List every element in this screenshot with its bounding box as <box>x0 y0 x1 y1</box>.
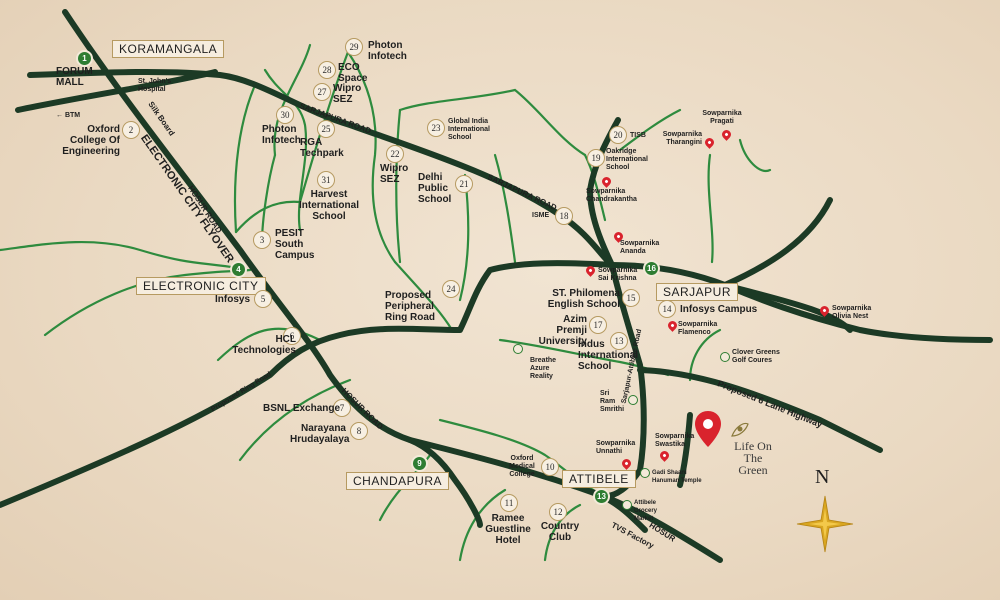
landmark-marker-23[interactable]: 23 <box>427 119 445 137</box>
landmark-marker-12[interactable]: 12 <box>549 503 567 521</box>
marker-breathe-azure[interactable] <box>513 344 523 354</box>
landmark-label-6: HCL Technologies <box>232 334 296 356</box>
landmark-label-31: Harvest International School <box>298 189 359 222</box>
landmark-marker-21[interactable]: 21 <box>455 175 473 193</box>
project-name-line2: The Green <box>738 451 768 477</box>
label-sowparnika-olivia: Sowparnika Olivia Nest <box>832 305 872 320</box>
landmark-marker-3[interactable]: 3 <box>253 231 271 249</box>
landmark-marker-16[interactable]: 16 <box>643 260 660 277</box>
landmark-marker-30[interactable]: 30 <box>276 106 294 124</box>
compass-star-icon <box>796 495 854 553</box>
marker-gadi-shaani[interactable] <box>640 468 650 478</box>
label-st-johns: St. John's Hospital <box>138 78 172 93</box>
landmark-label-5: Infosys <box>215 294 251 305</box>
label-sowparnika-pragati: Sowparnika Pragati <box>702 110 742 125</box>
landmark-label-14: Infosys Campus <box>680 304 758 315</box>
landmark-marker-8[interactable]: 8 <box>350 422 368 440</box>
landmark-marker-29[interactable]: 29 <box>345 38 363 56</box>
landmark-label-18: ISME <box>532 212 550 219</box>
project-location-pin-icon[interactable] <box>694 410 722 448</box>
landmark-label-7: BSNL Exchange <box>263 403 341 414</box>
label-sowparnika-sai-krishna: Sowparnika Sai Krishna <box>598 267 638 282</box>
landmark-label-22: Wipro SEZ <box>380 163 409 185</box>
landmark-marker-11[interactable]: 11 <box>500 494 518 512</box>
project-name-line1: Life On <box>734 439 772 453</box>
landmark-marker-24[interactable]: 24 <box>442 280 460 298</box>
landmark-label-19: Oakridge International School <box>606 148 649 171</box>
landmark-marker-20[interactable]: 20 <box>609 126 627 144</box>
landmark-label-21: Delhi Public School <box>418 172 452 205</box>
landmark-marker-5[interactable]: 5 <box>254 290 272 308</box>
landmark-label-13: Indus International School <box>578 339 639 372</box>
landmark-marker-31[interactable]: 31 <box>317 171 335 189</box>
label-sowparnika-tharangini: Sowparnika Tharangini <box>662 131 702 146</box>
landmark-marker-2[interactable]: 2 <box>122 121 140 139</box>
landmark-label-2: Oxford College Of Engineering <box>62 124 120 157</box>
landmark-marker-22[interactable]: 22 <box>386 145 404 163</box>
label-gadi-shaani: Gadi Shaani Hanuman Temple <box>652 470 702 484</box>
landmark-label-23: Global India International School <box>448 118 491 141</box>
arrow-left-icon: ← <box>56 112 65 119</box>
landmark-marker-13-label[interactable]: 13 <box>610 332 628 350</box>
label-breathe-azure: Breathe Azure Reality <box>530 357 557 380</box>
compass-north-label: N <box>815 466 830 488</box>
label-btm-text: BTM <box>64 112 81 119</box>
landmark-marker-15[interactable]: 15 <box>622 289 640 307</box>
marker-attibele-grocery[interactable] <box>622 500 632 510</box>
landmark-marker-27[interactable]: 27 <box>313 83 331 101</box>
area-koramangala[interactable]: KORAMANGALA <box>112 40 225 58</box>
landmark-label-10: Oxford Medical College <box>509 455 535 478</box>
area-chandapura[interactable]: CHANDAPURA <box>346 472 450 490</box>
landmark-label-12: Country Club <box>540 521 580 543</box>
area-electronic-city[interactable]: ELECTRONIC CITY <box>136 277 266 295</box>
landmark-marker-25[interactable]: 25 <box>317 120 335 138</box>
label-attibele-grocery: Attibele Grocery Market <box>634 500 658 522</box>
label-sowparnika-ananda: Sowparnika Ananda <box>620 240 660 255</box>
landmark-label-8: Narayana Hrudayalaya <box>290 423 350 445</box>
landmark-marker-9[interactable]: 9 <box>411 455 428 472</box>
landmark-label-29: Photon Infotech <box>368 40 407 62</box>
label-sowparnika-chandrakantha: Sowparnika Chandrakantha <box>586 188 637 203</box>
landmark-label-25: RGA Techpark <box>300 137 344 159</box>
landmark-label-11: Ramee Guestline Hotel <box>485 513 531 546</box>
landmark-label-28: ECO Space <box>338 62 368 84</box>
landmark-marker-18[interactable]: 18 <box>555 207 573 225</box>
landmark-marker-4[interactable]: 4 <box>230 261 247 278</box>
landmark-marker-6[interactable]: 6 <box>283 327 301 345</box>
area-sarjapur[interactable]: SARJAPUR <box>656 283 739 301</box>
area-attibele[interactable]: ATTIBELE <box>562 470 636 488</box>
label-sowparnika-flamenco: Sowparnika Flamenco <box>678 321 718 336</box>
landmark-marker-14[interactable]: 14 <box>658 300 676 318</box>
landmark-label-24: Proposed Peripheral Ring Road <box>385 290 435 323</box>
marker-clover-greens[interactable] <box>720 352 730 362</box>
landmark-marker-10[interactable]: 10 <box>541 458 559 476</box>
minor-roads <box>0 43 772 562</box>
landmark-marker-13[interactable]: 13 <box>593 488 610 505</box>
landmark-marker-28[interactable]: 28 <box>318 61 336 79</box>
label-sri-ram-smrithi: Sri Ram Smrithi <box>600 390 625 413</box>
landmark-label-3: PESIT South Campus <box>275 228 315 261</box>
project-name: Life On The Green <box>733 440 773 476</box>
landmark-marker-17[interactable]: 17 <box>589 316 607 334</box>
landmark-label-17: Azim Premji University <box>538 314 587 347</box>
landmark-label-1: FORUM MALL <box>56 66 93 88</box>
label-clover-greens: Clover Greens Golf Coures <box>732 349 780 364</box>
landmark-marker-1[interactable]: 1 <box>76 50 93 67</box>
landmark-label-27: Wipro SEZ <box>333 83 362 105</box>
landmark-label-30: Photon Infotech <box>262 124 301 146</box>
project-logo-icon <box>731 422 749 437</box>
label-sowparnika-swastika: Sowparnika Swastika <box>655 433 695 448</box>
label-btm: ← BTM <box>56 112 80 120</box>
landmark-label-20: TISB <box>630 132 646 139</box>
landmark-marker-7[interactable]: 7 <box>333 399 351 417</box>
marker-sri-ram-smrithi[interactable] <box>628 395 638 405</box>
label-sowparnika-unnathi: Sowparnika Unnathi <box>596 440 636 455</box>
landmark-marker-19[interactable]: 19 <box>587 149 605 167</box>
landmark-label-15: ST. Philomena English School <box>547 288 620 310</box>
